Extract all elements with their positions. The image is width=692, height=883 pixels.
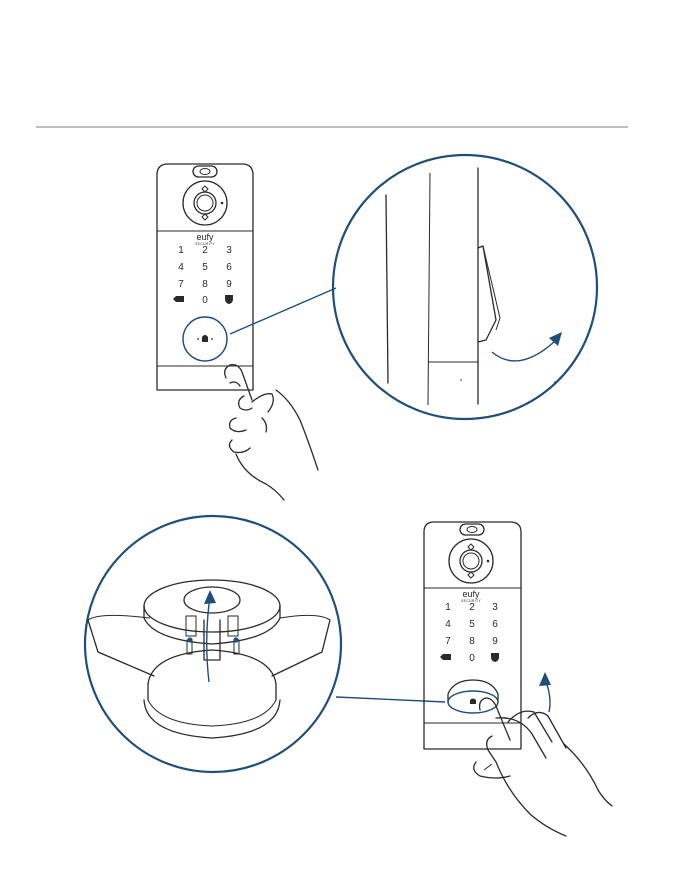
key-0[interactable]: 0 bbox=[469, 653, 475, 664]
key-4[interactable]: 4 bbox=[445, 619, 451, 630]
shield-icon[interactable] bbox=[491, 653, 499, 662]
key-7[interactable]: 7 bbox=[445, 636, 451, 647]
callout-connector-top bbox=[230, 288, 336, 334]
doorbell-button-highlight bbox=[183, 317, 227, 361]
zoom-detail-top bbox=[333, 155, 597, 419]
key-7[interactable]: 7 bbox=[178, 279, 184, 290]
key-3[interactable]: 3 bbox=[492, 602, 498, 613]
key-2[interactable]: 2 bbox=[469, 602, 475, 613]
key-3[interactable]: 3 bbox=[226, 245, 232, 256]
hand-bottom bbox=[474, 698, 612, 836]
lock-knob bbox=[183, 181, 227, 225]
doorbell-icon bbox=[470, 699, 476, 705]
lock-knob bbox=[449, 539, 493, 583]
backspace-icon[interactable] bbox=[440, 654, 451, 660]
fingerprint-sensor bbox=[193, 166, 217, 177]
doorbell-icon bbox=[197, 335, 213, 342]
brand-name: eufy bbox=[462, 589, 480, 599]
curved-arrow-icon bbox=[492, 332, 562, 361]
key-5[interactable]: 5 bbox=[202, 262, 208, 273]
key-6[interactable]: 6 bbox=[492, 619, 498, 630]
curved-arrow-icon bbox=[539, 672, 551, 712]
callout-connector-bottom bbox=[336, 697, 445, 702]
lock-front-top: eufy SECURITY 1 2 3 4 5 6 7 8 9 0 bbox=[157, 164, 336, 390]
hand-top bbox=[225, 365, 318, 500]
backspace-icon[interactable] bbox=[173, 296, 184, 302]
fingerprint-sensor bbox=[460, 524, 484, 535]
key-8[interactable]: 8 bbox=[469, 636, 475, 647]
key-4[interactable]: 4 bbox=[178, 262, 184, 273]
zoom-detail-bottom bbox=[85, 516, 445, 772]
key-9[interactable]: 9 bbox=[226, 279, 232, 290]
key-0[interactable]: 0 bbox=[202, 295, 208, 306]
keypad: 1 2 3 4 5 6 7 8 9 0 bbox=[173, 245, 233, 306]
key-2[interactable]: 2 bbox=[202, 245, 208, 256]
keypad: 1 2 3 4 5 6 7 8 9 0 bbox=[440, 602, 499, 664]
key-8[interactable]: 8 bbox=[202, 279, 208, 290]
brand-name: eufy bbox=[196, 232, 214, 242]
key-1[interactable]: 1 bbox=[445, 602, 451, 613]
key-5[interactable]: 5 bbox=[469, 619, 475, 630]
shield-icon[interactable] bbox=[225, 295, 233, 304]
curved-arrow-icon bbox=[204, 590, 216, 682]
key-9[interactable]: 9 bbox=[492, 636, 498, 647]
key-6[interactable]: 6 bbox=[226, 262, 232, 273]
key-1[interactable]: 1 bbox=[178, 245, 184, 256]
doorbell-cap-raised bbox=[448, 680, 498, 713]
